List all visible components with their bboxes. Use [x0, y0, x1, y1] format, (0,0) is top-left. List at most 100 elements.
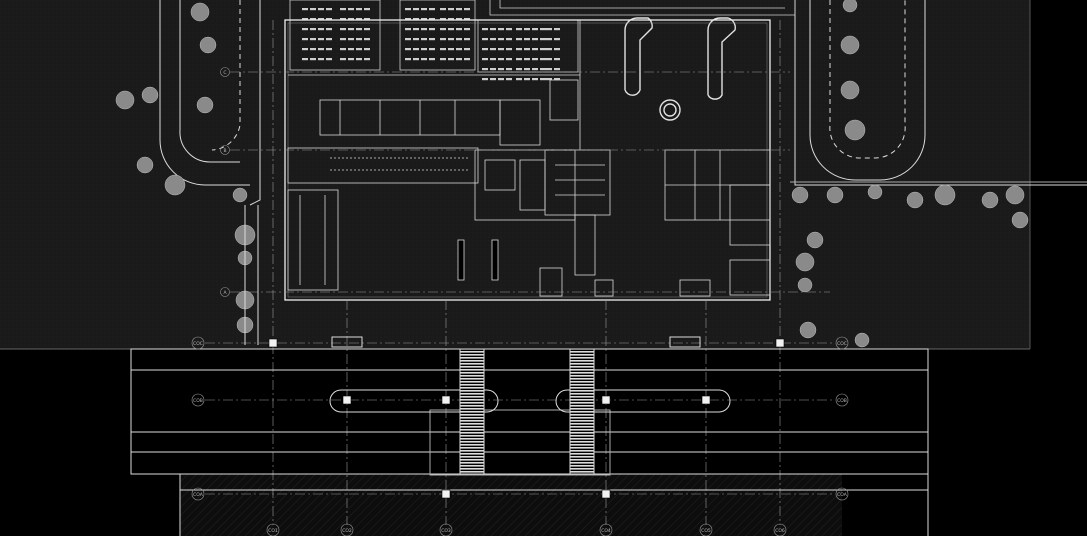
parking-stall [506, 28, 512, 31]
parking-stall [554, 68, 560, 71]
lower-hatched-zone [180, 474, 842, 536]
parking-stall [421, 8, 427, 11]
parking-stall [326, 48, 332, 51]
tree-symbol [844, 119, 866, 141]
parking-stall [440, 48, 446, 51]
grid-bubble-a: A [223, 290, 227, 296]
parking-stall [482, 68, 488, 71]
parking-stall [448, 18, 454, 21]
left-driveway [159, 0, 261, 206]
parking-stall [356, 8, 362, 11]
tree-symbol [854, 332, 870, 348]
parking-stall [482, 38, 488, 41]
tree-symbol [1011, 211, 1029, 229]
parking-stall [310, 38, 316, 41]
parking-stall [364, 48, 370, 51]
parking-stall [302, 8, 308, 11]
parking-stall [310, 28, 316, 31]
parking-stall [405, 8, 411, 11]
parking-stall [516, 78, 522, 81]
parking-stall [532, 68, 538, 71]
parking-stall [421, 58, 427, 61]
grid-bubble-cob-right: COB [837, 398, 847, 404]
parking-stall [440, 18, 446, 21]
column-markers [268, 338, 785, 499]
parking-stall [524, 68, 530, 71]
parking-stall [318, 28, 324, 31]
parking-stall [413, 8, 419, 11]
parking-stall [464, 18, 470, 21]
grid-bubble-coa-right: COA [837, 492, 848, 498]
parking-stall [318, 8, 324, 11]
parking-stall [554, 78, 560, 81]
grid-bubble-co3: CO3 [441, 528, 451, 534]
tree-symbol [136, 156, 154, 174]
parking-stall [310, 8, 316, 11]
parking-stall [540, 68, 546, 71]
parking-stall [364, 38, 370, 41]
parking-stall [464, 38, 470, 41]
parking-stall [490, 78, 496, 81]
parking-stall [421, 38, 427, 41]
parking-stall [482, 48, 488, 51]
parking-stall [464, 8, 470, 11]
parking-stall [413, 28, 419, 31]
parking-stall [429, 48, 435, 51]
parking-stall [348, 28, 354, 31]
tree-symbol [115, 90, 135, 110]
parking-stall [490, 58, 496, 61]
parking-stall [464, 28, 470, 31]
parking-stall [456, 8, 462, 11]
crosswalk-left [460, 349, 484, 474]
parking-stall [498, 28, 504, 31]
parking-stall [421, 28, 427, 31]
parking-stall [456, 18, 462, 21]
grid-bubble-c: C [223, 70, 226, 76]
parking-stall [405, 18, 411, 21]
parking-stall [356, 18, 362, 21]
parking-stall [524, 78, 530, 81]
grid-bubble-b: B [223, 148, 226, 154]
parking-stall [524, 48, 530, 51]
grid-bubble-co6: CO6 [775, 528, 785, 534]
parking-stall [326, 28, 332, 31]
parking-stall [506, 38, 512, 41]
lower-roads [130, 205, 929, 536]
site-extension [1030, 0, 1087, 349]
parking-stall [429, 58, 435, 61]
parking-stall [516, 28, 522, 31]
parking-stall [310, 48, 316, 51]
parking-stall [413, 48, 419, 51]
parking-stall [340, 8, 346, 11]
parking-stall [440, 8, 446, 11]
parking-stall [546, 38, 552, 41]
parking-stall [340, 18, 346, 21]
right-driveway [790, 0, 1087, 186]
parking-stall [448, 58, 454, 61]
parking-stall [456, 58, 462, 61]
parking-stall [532, 48, 538, 51]
tree-symbol [190, 2, 210, 22]
parking-stall [516, 68, 522, 71]
parking-stall [340, 58, 346, 61]
parking-stall [456, 28, 462, 31]
parking-stall [546, 78, 552, 81]
parking-stall [302, 58, 308, 61]
tree-symbol [840, 35, 860, 55]
parking-stall [302, 28, 308, 31]
parking-stall [532, 38, 538, 41]
parking-stall [516, 38, 522, 41]
parking-stall [429, 18, 435, 21]
parking-stall [540, 48, 546, 51]
parking-stalls [302, 8, 560, 81]
parking-stall [482, 28, 488, 31]
parking-stall [540, 38, 546, 41]
parking-stall [421, 18, 427, 21]
parking-stall [546, 28, 552, 31]
parking-stall [364, 28, 370, 31]
crosswalk-right [570, 349, 594, 474]
parking-stall [464, 58, 470, 61]
parking-stall [429, 8, 435, 11]
parking-stall [413, 18, 419, 21]
